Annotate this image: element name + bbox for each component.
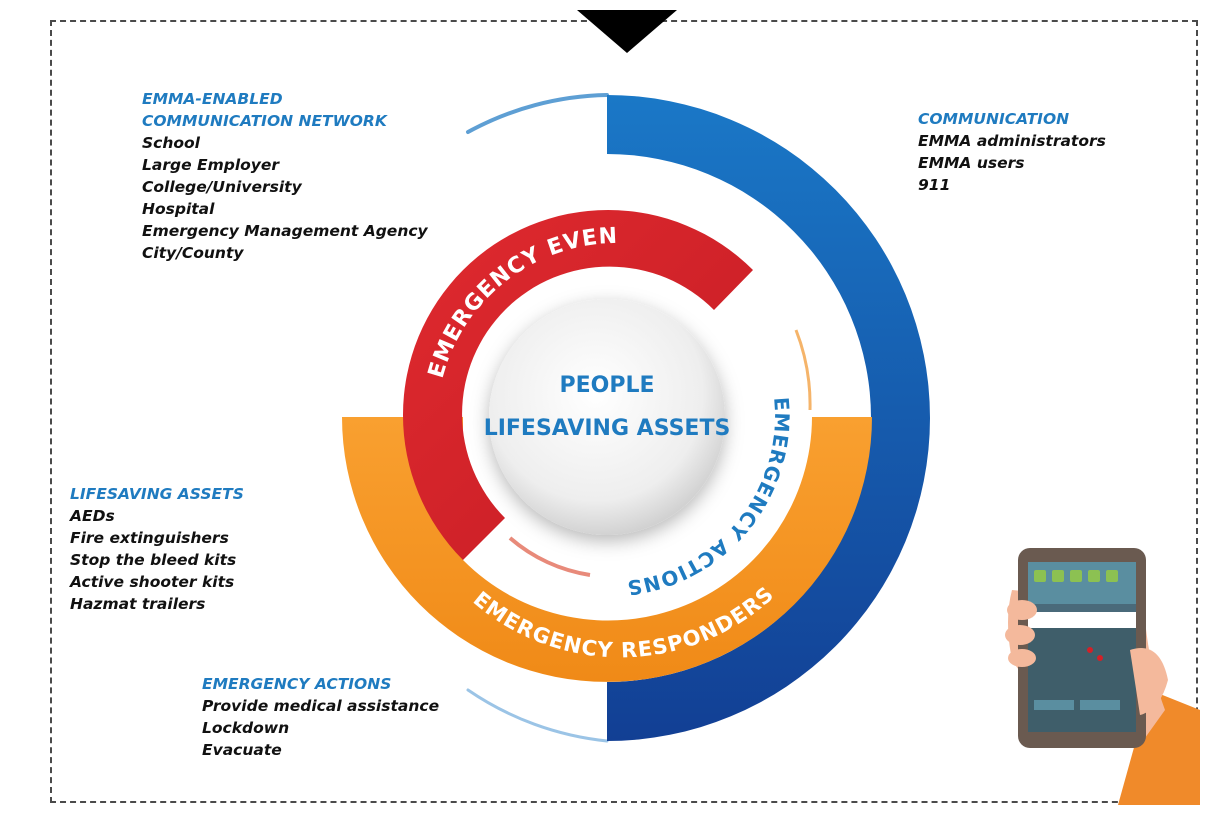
network-item: College/University bbox=[142, 178, 302, 196]
network-item: Emergency Management Agency bbox=[142, 222, 428, 240]
assets-block: LIFESAVING ASSETS AEDs Fire extinguisher… bbox=[70, 483, 244, 615]
network-block: EMMA-ENABLED COMMUNICATION NETWORK Schoo… bbox=[142, 88, 428, 264]
accent-arc bbox=[508, 536, 591, 577]
actions-item: Provide medical assistance bbox=[202, 697, 440, 715]
hand-holding-phone-icon bbox=[1005, 548, 1200, 805]
network-heading-1: EMMA-ENABLED bbox=[142, 90, 283, 108]
communication-item: EMMA administrators bbox=[918, 132, 1106, 150]
assets-item: Hazmat trailers bbox=[70, 595, 206, 613]
emergency-event-ring bbox=[402, 209, 753, 560]
communication-heading: COMMUNICATION bbox=[918, 110, 1070, 128]
outer-guide-arc bbox=[466, 688, 609, 743]
center-disc bbox=[489, 299, 725, 535]
outer-guide-arc bbox=[466, 93, 609, 134]
center-title-people: PEOPLE bbox=[559, 373, 654, 398]
accent-arc bbox=[794, 329, 812, 411]
network-item: School bbox=[142, 134, 200, 152]
network-item: City/County bbox=[142, 244, 244, 262]
actions-item: Lockdown bbox=[202, 719, 290, 737]
actions-heading: EMERGENCY ACTIONS bbox=[202, 675, 392, 693]
actions-item: Evacuate bbox=[202, 741, 282, 759]
communication-item: EMMA users bbox=[918, 154, 1025, 172]
network-item: Hospital bbox=[142, 200, 215, 218]
assets-item: Fire extinguishers bbox=[70, 529, 229, 547]
communication-item: 911 bbox=[918, 176, 951, 194]
assets-item: Active shooter kits bbox=[70, 573, 235, 591]
emergency-event-label-text: EMERGENCY EVENT bbox=[0, 0, 618, 381]
actions-block: EMERGENCY ACTIONS Provide medical assist… bbox=[202, 673, 439, 761]
assets-item: AEDs bbox=[70, 507, 115, 525]
center-title-assets: LIFESAVING ASSETS bbox=[484, 416, 731, 441]
top-pointer-marker bbox=[577, 10, 677, 53]
emergency-event-label: EMERGENCY EVENT bbox=[0, 0, 619, 381]
network-heading-2: COMMUNICATION NETWORK bbox=[142, 112, 387, 130]
assets-heading: LIFESAVING ASSETS bbox=[70, 485, 244, 503]
network-item: Large Employer bbox=[142, 156, 280, 174]
communication-block: COMMUNICATION EMMA administrators EMMA u… bbox=[918, 108, 1106, 196]
assets-item: Stop the bleed kits bbox=[70, 551, 237, 569]
communication-ring bbox=[607, 95, 930, 741]
